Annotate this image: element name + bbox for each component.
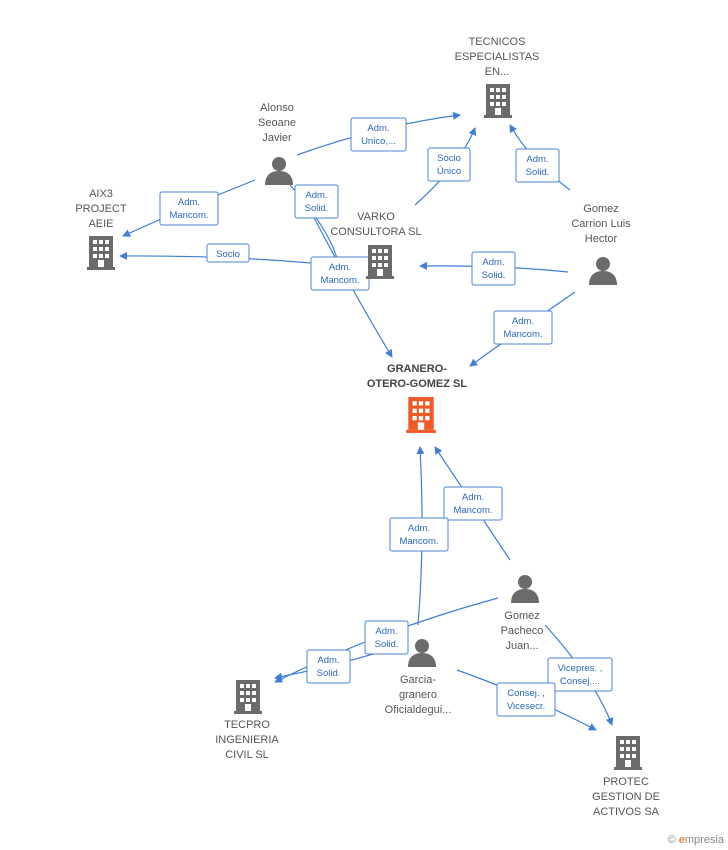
svg-text:Solid.: Solid.: [305, 203, 329, 214]
svg-text:OTERO-GOMEZ SL: OTERO-GOMEZ SL: [367, 378, 468, 390]
svg-text:Adm.: Adm.: [482, 257, 504, 268]
company-node-varko[interactable]: VARKO CONSULTORA SL: [330, 211, 422, 279]
svg-text:Seoane: Seoane: [258, 117, 296, 129]
relation-label[interactable]: Adm. Solid.: [515, 148, 560, 183]
relation-label[interactable]: Consej. , Vicesecr.: [496, 682, 556, 717]
svg-text:Socio: Socio: [216, 249, 240, 260]
relation-label[interactable]: Adm. Mancom.: [443, 486, 503, 521]
svg-text:Oficialdegui...: Oficialdegui...: [385, 704, 452, 716]
svg-text:Hector: Hector: [585, 233, 618, 245]
svg-text:GRANERO-: GRANERO-: [387, 363, 447, 375]
relation-label[interactable]: Adm. Mancom.: [389, 517, 449, 552]
svg-text:EN...: EN...: [485, 66, 509, 78]
svg-text:Adm.: Adm.: [305, 190, 327, 201]
building-icon: [366, 245, 394, 279]
svg-text:PROTEC: PROTEC: [603, 776, 649, 788]
svg-text:Vicesecr.: Vicesecr.: [507, 701, 545, 712]
svg-text:TECPRO: TECPRO: [224, 719, 270, 731]
svg-text:ACTIVOS SA: ACTIVOS SA: [593, 806, 660, 818]
svg-text:Adm.: Adm.: [462, 492, 484, 503]
svg-text:Adm.: Adm.: [375, 626, 397, 637]
svg-text:Adm.: Adm.: [317, 655, 339, 666]
svg-text:granero: granero: [399, 689, 437, 701]
svg-text:Mancom.: Mancom.: [169, 210, 208, 221]
svg-text:VARKO: VARKO: [357, 211, 395, 223]
svg-text:Adm.: Adm.: [329, 262, 351, 273]
svg-text:Adm.: Adm.: [526, 154, 548, 165]
svg-text:INGENIERIA: INGENIERIA: [215, 734, 279, 746]
relation-label[interactable]: Adm. Mancom.: [493, 310, 553, 345]
company-node-tecpro[interactable]: TECPRO INGENIERIA CIVIL SL: [215, 680, 279, 761]
svg-text:Vicepres. ,: Vicepres. ,: [558, 663, 603, 674]
svg-text:CONSULTORA SL: CONSULTORA SL: [330, 226, 421, 238]
svg-text:CIVIL SL: CIVIL SL: [225, 749, 269, 761]
building-icon: [234, 680, 262, 714]
svg-text:Adm.: Adm.: [178, 197, 200, 208]
svg-text:Gomez: Gomez: [583, 203, 618, 215]
svg-text:GESTION DE: GESTION DE: [592, 791, 660, 803]
svg-text:TECNICOS: TECNICOS: [469, 36, 526, 48]
person-node-alonso[interactable]: Alonso Seoane Javier: [258, 102, 296, 185]
svg-text:Mancom.: Mancom.: [453, 505, 492, 516]
relation-label[interactable]: Adm. Mancom.: [159, 191, 219, 226]
company-node-aix3[interactable]: AIX3 PROJECT AEIE: [75, 188, 127, 270]
svg-text:Consej....: Consej....: [560, 676, 600, 687]
relation-label[interactable]: Adm. Solid.: [294, 184, 339, 219]
svg-text:Pacheco: Pacheco: [501, 625, 544, 637]
relation-label[interactable]: Socio: [206, 243, 250, 263]
main-company-node-granero[interactable]: GRANERO- OTERO-GOMEZ SL: [367, 363, 468, 433]
svg-text:Unico,...: Unico,...: [361, 136, 396, 147]
relation-label[interactable]: Adm. Unico,...: [350, 117, 407, 152]
svg-text:Mancom.: Mancom.: [503, 329, 542, 340]
company-node-tecnicos[interactable]: TECNICOS ESPECIALISTAS EN...: [455, 36, 540, 118]
relation-label[interactable]: Adm. Solid.: [471, 251, 516, 286]
brand-logo-e: e: [678, 834, 685, 846]
person-icon: [408, 639, 436, 667]
person-icon: [589, 257, 617, 285]
relation-label[interactable]: Adm. Solid.: [364, 620, 409, 655]
svg-text:Solid.: Solid.: [482, 270, 506, 281]
svg-text:Adm.: Adm.: [367, 123, 389, 134]
copyright-symbol: ©: [667, 834, 676, 846]
brand-footer: © empresia: [668, 834, 724, 846]
person-icon: [265, 157, 293, 185]
relation-label[interactable]: Adm. Mancom.: [310, 256, 370, 291]
svg-text:Adm.: Adm.: [408, 523, 430, 534]
svg-text:Carrion Luis: Carrion Luis: [571, 218, 631, 230]
nodes: TECNICOS ESPECIALISTAS EN... Alonso Seoa…: [75, 36, 660, 818]
svg-text:AIX3: AIX3: [89, 188, 113, 200]
svg-text:ESPECIALISTAS: ESPECIALISTAS: [455, 51, 540, 63]
person-node-garcia[interactable]: Garcia- granero Oficialdegui...: [385, 639, 452, 716]
svg-text:PROJECT: PROJECT: [75, 203, 127, 215]
svg-text:AEIE: AEIE: [88, 218, 113, 230]
brand-name: mpresia: [684, 834, 724, 846]
svg-text:Solid.: Solid.: [526, 167, 550, 178]
svg-text:Mancom.: Mancom.: [320, 275, 359, 286]
svg-text:Garcia-: Garcia-: [400, 674, 436, 686]
building-icon: [406, 397, 436, 433]
person-node-gomez-carrion[interactable]: Gomez Carrion Luis Hector: [571, 203, 631, 285]
svg-text:Solid.: Solid.: [375, 639, 399, 650]
svg-text:Adm.: Adm.: [512, 316, 534, 327]
person-icon: [511, 575, 539, 603]
relation-label[interactable]: Adm. Solid.: [306, 649, 351, 684]
svg-text:Socio: Socio: [437, 153, 461, 164]
svg-text:Mancom.: Mancom.: [399, 536, 438, 547]
svg-text:Gomez: Gomez: [504, 610, 539, 622]
relation-label[interactable]: Vicepres. , Consej....: [547, 657, 613, 692]
person-node-gomez-pacheco[interactable]: Gomez Pacheco Juan...: [501, 575, 544, 652]
svg-text:Juan...: Juan...: [505, 640, 538, 652]
svg-text:Alonso: Alonso: [260, 102, 294, 114]
company-node-protec[interactable]: PROTEC GESTION DE ACTIVOS SA: [592, 736, 660, 818]
building-icon: [614, 736, 642, 770]
building-icon: [484, 84, 512, 118]
svg-text:Solid.: Solid.: [317, 668, 341, 679]
svg-text:Consej. ,: Consej. ,: [507, 688, 545, 699]
building-icon: [87, 236, 115, 270]
svg-text:Javier: Javier: [262, 132, 292, 144]
svg-text:Único: Único: [437, 166, 461, 177]
